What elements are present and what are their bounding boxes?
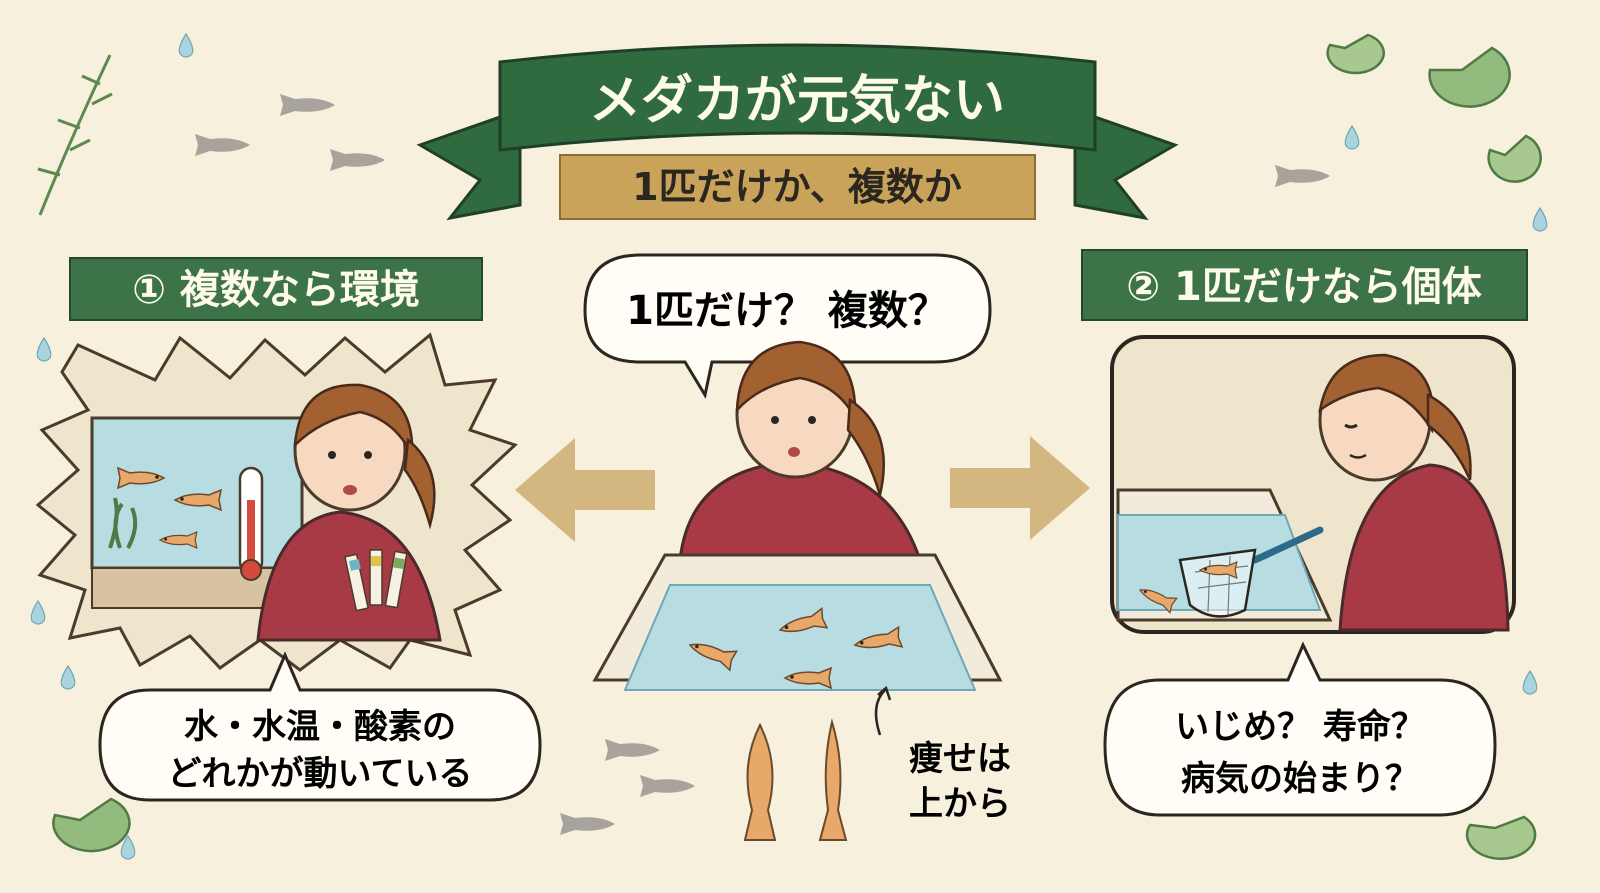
right-heading: ② 1匹だけなら個体 <box>1126 264 1482 310</box>
left-bubble-line2: どれかが動いている <box>168 754 473 794</box>
center-water <box>623 584 977 691</box>
center-section: 1匹だけ？ 複数？ 痩せは 上から <box>583 253 1011 841</box>
left-section: ① 複数なら環境 水・ <box>35 257 542 802</box>
left-speech-bubble <box>98 651 542 802</box>
subtitle: 1匹だけか、複数か <box>632 165 962 209</box>
lily-pad-icon <box>52 33 1542 860</box>
background-decorations <box>30 33 1548 860</box>
fish-net-icon <box>1178 526 1324 618</box>
right-bubble-line2: 病気の始まり？ <box>1181 759 1419 799</box>
woman-right <box>1318 353 1510 632</box>
woman-center <box>678 340 923 562</box>
left-heading: ① 複数なら環境 <box>132 267 420 313</box>
main-title: メダカが元気ない <box>589 71 1005 131</box>
right-bubble-line1: いじめ？ 寿命？ <box>1175 707 1425 747</box>
plant-sprig-icon <box>37 54 113 216</box>
center-speech-bubble <box>583 253 992 400</box>
arrow-right-icon <box>950 436 1090 540</box>
center-question: 1匹だけ？ 複数？ <box>626 288 948 334</box>
arrow-left-icon <box>515 438 655 542</box>
thermometer-icon <box>238 466 264 581</box>
left-bubble-line1: 水・水温・酸素の <box>184 707 456 747</box>
center-note-line1: 痩せは <box>909 739 1011 779</box>
aquarium-tank <box>90 416 304 570</box>
test-strips-icon <box>344 549 408 612</box>
fish-topview-icon <box>743 718 848 841</box>
center-note-line2: 上から <box>909 784 1011 824</box>
title-banner: メダカが元気ない 1匹だけか、複数か <box>416 43 1179 221</box>
right-section: ② 1匹だけなら個体 いじめ？ 寿命？ 病気の始まり？ <box>1081 249 1528 817</box>
right-speech-bubble <box>1103 641 1497 817</box>
